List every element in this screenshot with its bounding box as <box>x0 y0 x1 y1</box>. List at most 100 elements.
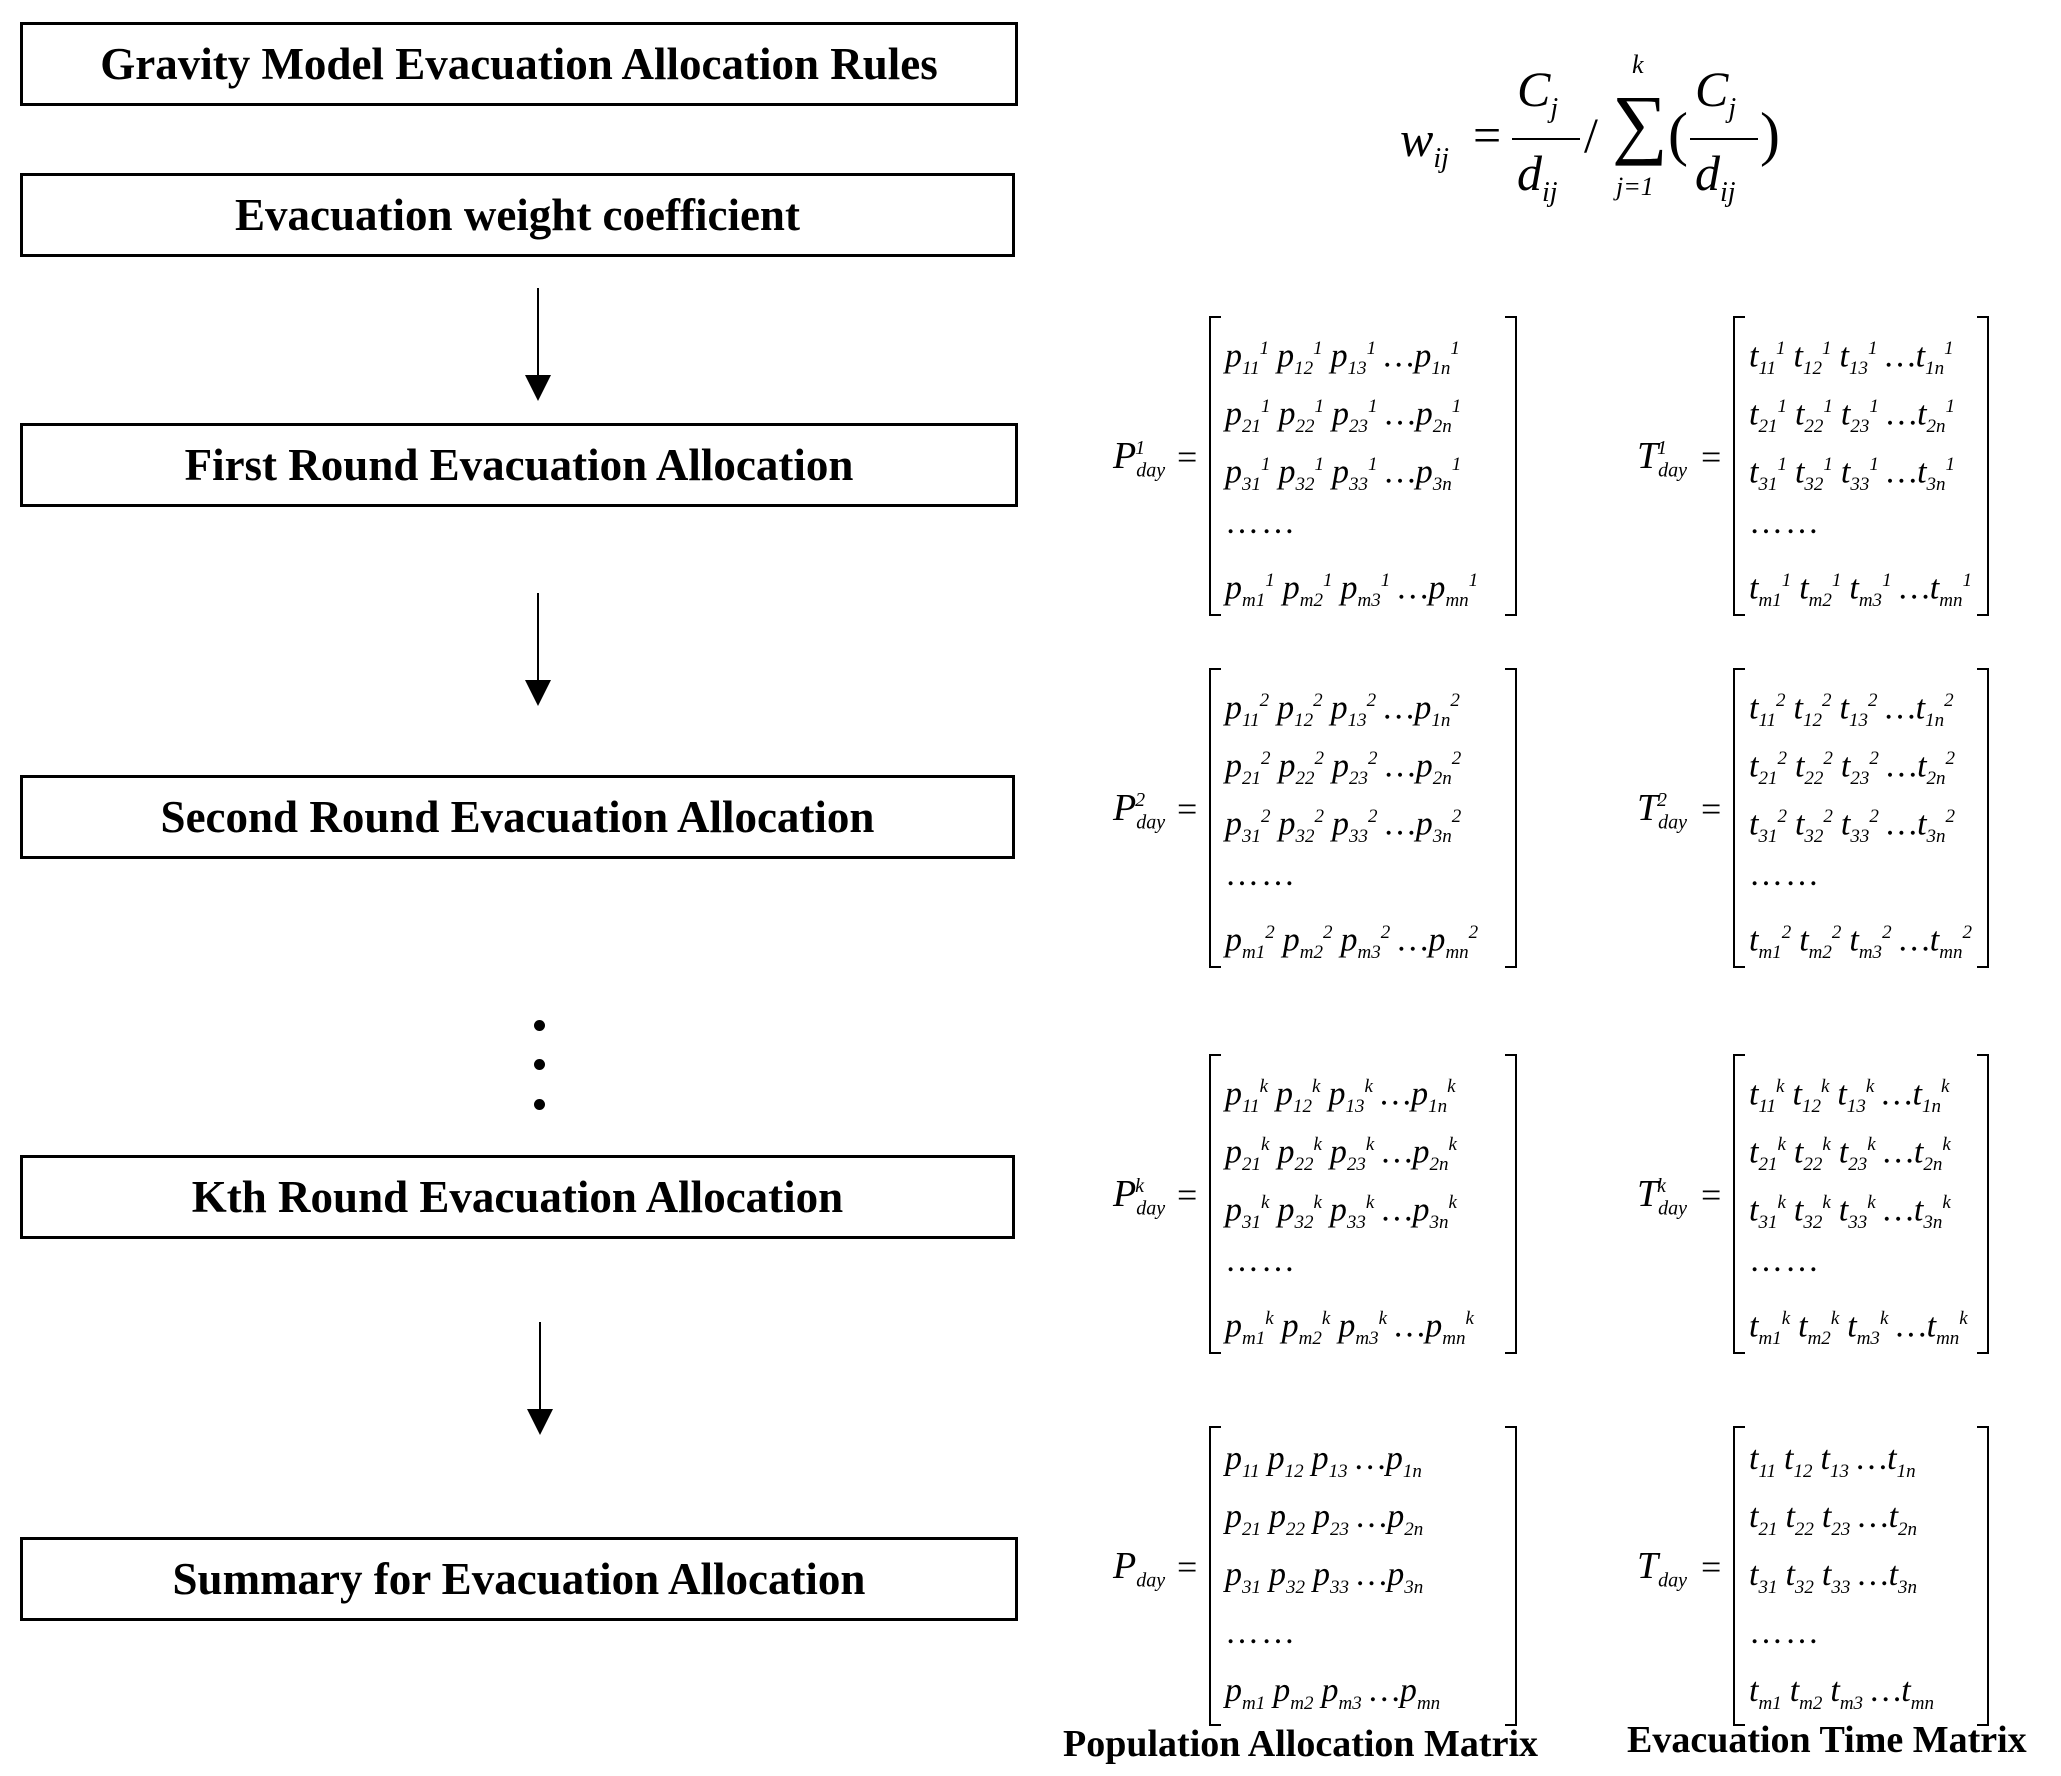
formula-num1: Cj <box>1517 61 1559 124</box>
formula-sum-top: k <box>1632 50 1644 79</box>
matrix-row-ellipsis: …… <box>1749 504 1821 541</box>
ellipsis-dot-1 <box>534 1020 545 1031</box>
formula-den2: dij <box>1695 145 1736 208</box>
population-matrix-round-2-label: Pday2 <box>1113 787 1166 834</box>
time-matrix-round-2-right-bracket <box>1977 668 1989 968</box>
population-matrix-summary-label: Pday <box>1113 1545 1166 1592</box>
time-matrix-round-k-label: Tdayk <box>1637 1173 1688 1220</box>
formula-fraction-line-1 <box>1512 138 1580 140</box>
population-matrix-round-k-label: Pdayk <box>1113 1173 1166 1220</box>
population-matrix-round-2-equals: = <box>1177 789 1198 829</box>
box-summary: Summary for Evacuation Allocation <box>20 1537 1018 1621</box>
population-matrix-round-1-equals: = <box>1177 437 1198 477</box>
population-matrix-summary-right-bracket <box>1505 1426 1517 1726</box>
time-matrix-summary-left-bracket <box>1733 1426 1745 1726</box>
formula-lhs: wij <box>1400 111 1449 174</box>
matrix-row-ellipsis: …… <box>1749 1242 1821 1279</box>
matrix-row-ellipsis: …… <box>1749 856 1821 893</box>
time-matrix-summary-equals: = <box>1701 1547 1722 1587</box>
population-matrix-round-2-left-bracket <box>1209 668 1221 968</box>
time-matrix-round-k-left-bracket <box>1733 1054 1745 1354</box>
weight-formula: wij = Cj dij / k ∑ j=1 ( Cj dij ) <box>1400 50 2000 220</box>
formula-slash: / <box>1584 107 1598 163</box>
box-second-round: Second Round Evacuation Allocation <box>20 775 1015 859</box>
time-matrix-round-1-label: Tday1 <box>1637 435 1688 482</box>
matrix-row-ellipsis: …… <box>1225 856 1297 893</box>
time-matrix-round-1-right-bracket <box>1977 316 1989 616</box>
time-matrix-round-k-right-bracket <box>1977 1054 1989 1354</box>
population-matrix-summary-left-bracket <box>1209 1426 1221 1726</box>
time-matrix-round-2-left-bracket <box>1733 668 1745 968</box>
formula-sum-symbol: ∑ <box>1612 79 1668 166</box>
formula-rparen: ) <box>1760 101 1780 167</box>
time-matrix-summary-label: Tday <box>1637 1545 1688 1592</box>
matrix-row-ellipsis: …… <box>1225 1242 1297 1279</box>
population-matrix-round-k-equals: = <box>1177 1175 1198 1215</box>
box-gravity-model-rules: Gravity Model Evacuation Allocation Rule… <box>20 22 1018 106</box>
box-kth-round: Kth Round Evacuation Allocation <box>20 1155 1015 1239</box>
matrix-row-ellipsis: …… <box>1225 1614 1297 1651</box>
arrow-down-2 <box>523 593 553 706</box>
population-matrix-round-2-right-bracket <box>1505 668 1517 968</box>
ellipsis-dot-2 <box>534 1059 545 1070</box>
ellipsis-dot-3 <box>534 1099 545 1110</box>
time-matrix-round-1-equals: = <box>1701 437 1722 477</box>
population-matrix-round-1-label: Pday1 <box>1113 435 1166 482</box>
formula-sum-bottom: j=1 <box>1616 172 1654 201</box>
formula-fraction-line-2 <box>1690 138 1758 140</box>
time-matrix-round-2-equals: = <box>1701 789 1722 829</box>
time-matrix-summary-right-bracket <box>1977 1426 1989 1726</box>
population-matrix-round-1-left-bracket <box>1209 316 1221 616</box>
formula-den1: dij <box>1517 145 1558 208</box>
box-evacuation-weight: Evacuation weight coefficient <box>20 173 1015 257</box>
population-matrix-summary-equals: = <box>1177 1547 1198 1587</box>
population-matrix-round-k-right-bracket <box>1505 1054 1517 1354</box>
population-matrix-round-1-right-bracket <box>1505 316 1517 616</box>
matrix-row-ellipsis: …… <box>1225 504 1297 541</box>
arrow-down-1 <box>523 288 553 401</box>
time-matrix-round-2-label: Tday2 <box>1637 787 1688 834</box>
population-matrix-round-k-left-bracket <box>1209 1054 1221 1354</box>
box-first-round: First Round Evacuation Allocation <box>20 423 1018 507</box>
caption-time-matrix: Evacuation Time Matrix <box>1627 1719 2027 1761</box>
matrix-row-ellipsis: …… <box>1749 1614 1821 1651</box>
caption-population-matrix: Population Allocation Matrix <box>1063 1723 1538 1765</box>
formula-num2: Cj <box>1695 61 1737 124</box>
formula-lparen: ( <box>1668 101 1688 167</box>
time-matrix-round-k-equals: = <box>1701 1175 1722 1215</box>
formula-equals: = <box>1473 107 1502 163</box>
